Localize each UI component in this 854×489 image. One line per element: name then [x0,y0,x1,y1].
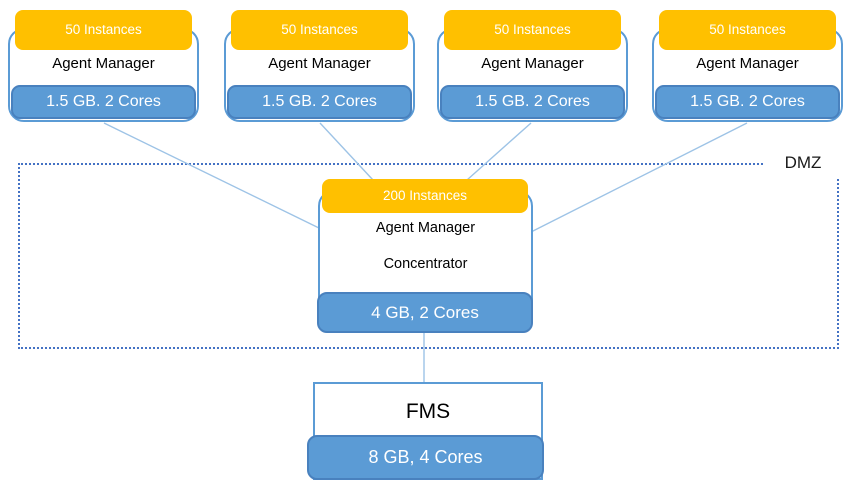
node-title: Agent Manager [481,55,584,72]
node-title: Agent Manager [52,55,155,72]
agent-manager-node-1: 50 Instances Agent Manager 1.5 GB. 2 Cor… [8,10,199,122]
instances-badge: 200 Instances [322,179,528,213]
instances-badge: 50 Instances [444,10,621,50]
agent-manager-concentrator-node: 200 Instances Agent Manager Concentrator… [317,179,533,333]
connector-am2-concentrator [319,122,374,181]
node-title: FMS [405,400,451,423]
connector-am3-concentrator [466,122,532,181]
instances-badge: 50 Instances [231,10,408,50]
instances-badge: 50 Instances [15,10,192,50]
instances-badge: 50 Instances [659,10,836,50]
dmz-label: DMZ [764,148,842,178]
agent-manager-node-2: 50 Instances Agent Manager 1.5 GB. 2 Cor… [224,10,415,122]
agent-manager-node-3: 50 Instances Agent Manager 1.5 GB. 2 Cor… [437,10,628,122]
resources-badge: 1.5 GB. 2 Cores [227,85,412,119]
node-title-line1: Agent Manager [375,220,476,236]
resources-badge: 4 GB, 2 Cores [317,292,533,333]
resources-badge: 8 GB, 4 Cores [307,435,544,480]
agent-manager-node-4: 50 Instances Agent Manager 1.5 GB. 2 Cor… [652,10,843,122]
node-title: Agent Manager [268,55,371,72]
resources-badge: 1.5 GB. 2 Cores [655,85,840,119]
fms-node: FMS 8 GB, 4 Cores [307,382,544,480]
connector-am4-concentrator [530,122,748,233]
dmz-boundary [18,163,839,349]
resources-badge: 1.5 GB. 2 Cores [440,85,625,119]
node-title: Agent Manager [696,55,799,72]
node-title-line2: Concentrator [383,256,468,272]
connector-am1-concentrator [103,122,322,230]
resources-badge: 1.5 GB. 2 Cores [11,85,196,119]
